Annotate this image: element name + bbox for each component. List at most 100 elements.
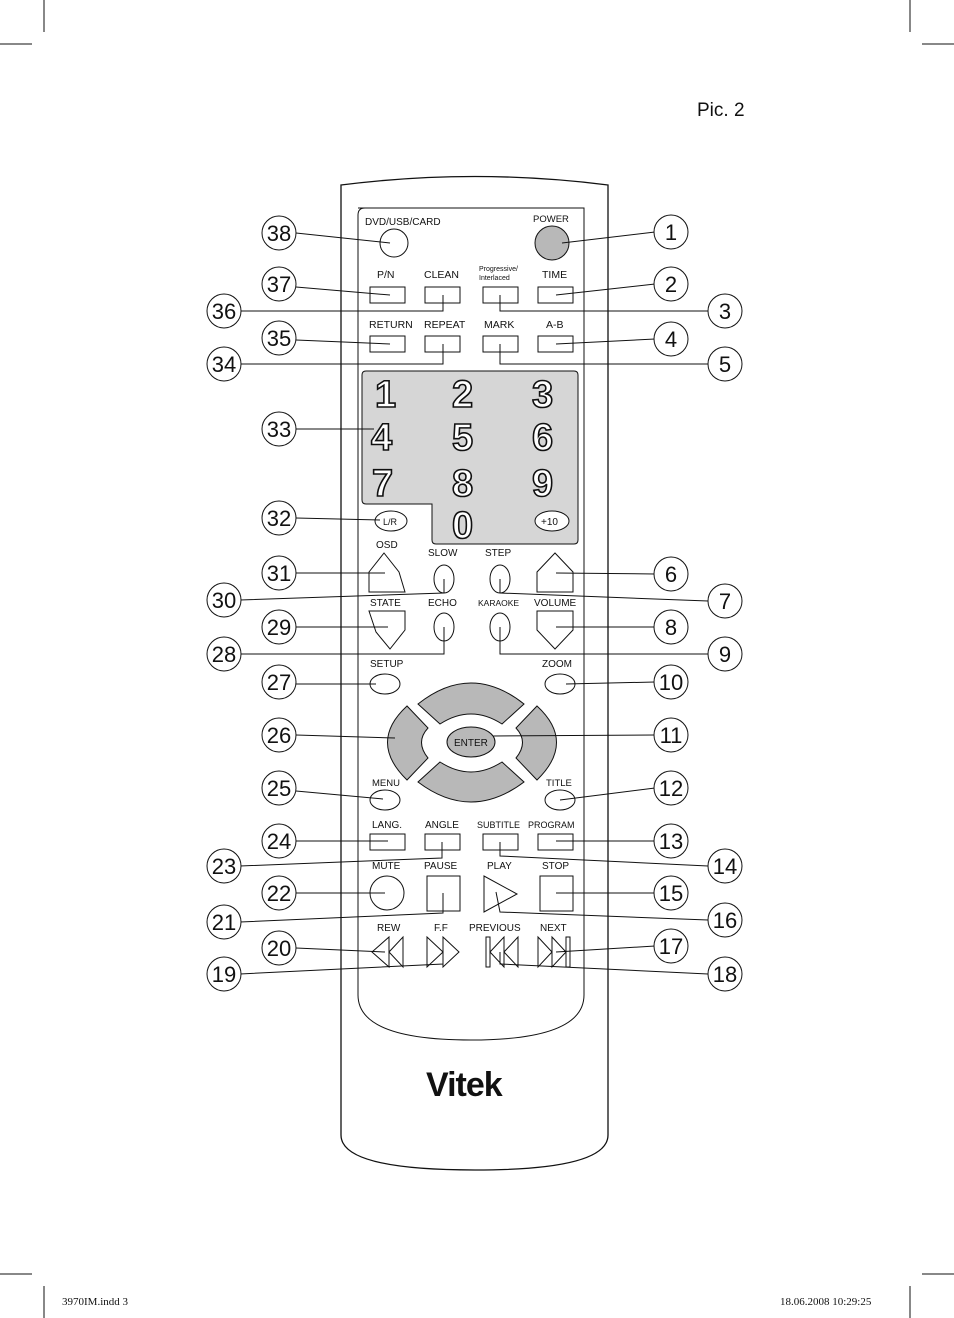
pn-label: P/N	[377, 269, 395, 281]
callout-14: 14	[713, 854, 737, 879]
return-label: RETURN	[369, 319, 413, 331]
rew-label: REW	[377, 923, 401, 934]
brand-logo: Vitek	[426, 1066, 503, 1104]
lr-label: L/R	[383, 517, 398, 527]
numeric-keypad-area	[361, 370, 579, 545]
menu-label: MENU	[372, 778, 400, 789]
plus10-label: +10	[541, 517, 558, 528]
digit-3[interactable]: 3	[531, 373, 554, 417]
digit-2[interactable]: 2	[451, 373, 474, 417]
time-button[interactable]	[537, 286, 574, 304]
play-button[interactable]	[483, 875, 519, 913]
callout-15: 15	[659, 881, 683, 906]
karaoke-label: KARAOKE	[478, 598, 519, 608]
program-label: PROGRAM	[528, 820, 575, 830]
digit-0[interactable]: 0	[451, 504, 474, 548]
program-button[interactable]	[537, 833, 574, 851]
digit-9[interactable]: 9	[531, 462, 554, 506]
digit-1[interactable]: 1	[374, 373, 397, 417]
callout-28: 28	[212, 642, 236, 667]
callout-38: 38	[267, 221, 291, 246]
setup-label: SETUP	[370, 659, 404, 670]
dvd-usb-card-label: DVD/USB/CARD	[365, 217, 441, 228]
callout-9: 9	[719, 642, 731, 667]
callout-6: 6	[665, 562, 677, 587]
digit-6[interactable]: 6	[531, 416, 554, 460]
nav-up-button[interactable]	[417, 682, 525, 725]
mark-label: MARK	[484, 319, 514, 331]
ff-label: F.F	[434, 923, 448, 934]
callout-17: 17	[659, 934, 683, 959]
digit-7[interactable]: 7	[371, 462, 394, 506]
state-button[interactable]	[368, 610, 406, 650]
ab-button[interactable]	[537, 335, 574, 353]
digit-5[interactable]: 5	[451, 416, 474, 460]
stop-label: STOP	[542, 861, 569, 872]
digit-8[interactable]: 8	[451, 462, 474, 506]
repeat-label: REPEAT	[424, 319, 466, 331]
lang-button[interactable]	[369, 833, 406, 851]
mute-label: MUTE	[372, 861, 401, 872]
digit-4[interactable]: 4	[370, 416, 393, 460]
state-label: STATE	[370, 598, 401, 609]
callout-8: 8	[665, 615, 677, 640]
nav-down-button[interactable]	[417, 761, 525, 803]
angle-label: ANGLE	[425, 820, 459, 831]
next-label: NEXT	[540, 923, 567, 934]
callout-29: 29	[267, 615, 291, 640]
rew-button[interactable]	[371, 935, 404, 969]
footer-left: 3970IM.indd 3	[62, 1296, 129, 1308]
lang-label: LANG.	[372, 820, 402, 831]
callouts: 1 2 3 4 5 6 7 8 9 10 11 12 13 14 15 16 1…	[206, 214, 743, 992]
previous-button[interactable]	[485, 935, 519, 969]
callout-19: 19	[212, 962, 236, 987]
volume-down-button[interactable]	[536, 610, 574, 650]
callout-5: 5	[719, 352, 731, 377]
callout-26: 26	[267, 723, 291, 748]
callout-31: 31	[267, 561, 291, 586]
pic-label: Pic. 2	[697, 100, 745, 121]
callout-35: 35	[267, 326, 291, 351]
callout-24: 24	[267, 829, 291, 854]
callout-20: 20	[267, 936, 291, 961]
zoom-label: ZOOM	[542, 659, 572, 670]
nav-right-button[interactable]	[515, 705, 557, 781]
callout-12: 12	[659, 776, 683, 801]
clean-label: CLEAN	[424, 269, 459, 281]
progressive-label-1: Progressive/	[479, 266, 518, 273]
callout-32: 32	[267, 506, 291, 531]
nav-left-button[interactable]	[387, 705, 429, 781]
callout-37: 37	[267, 272, 291, 297]
osd-button[interactable]	[368, 552, 406, 593]
callout-13: 13	[659, 829, 683, 854]
callout-21: 21	[212, 910, 236, 935]
callout-18: 18	[713, 962, 737, 987]
dvd-usb-card-button[interactable]	[379, 228, 409, 258]
callout-22: 22	[267, 881, 291, 906]
callout-25: 25	[267, 776, 291, 801]
progressive-label-2: Interlaced	[479, 275, 510, 282]
play-label: PLAY	[487, 861, 512, 872]
previous-label: PREVIOUS	[469, 923, 521, 934]
callout-33: 33	[267, 417, 291, 442]
callout-36: 36	[212, 299, 236, 324]
lr-button[interactable]	[374, 510, 408, 532]
ab-label: A-B	[546, 319, 564, 331]
time-label: TIME	[542, 269, 567, 281]
step-label: STEP	[485, 548, 511, 559]
callout-16: 16	[713, 908, 737, 933]
enter-button[interactable]	[446, 726, 496, 758]
footer-right: 18.06.2008 10:29:25	[780, 1296, 872, 1308]
plus10-button[interactable]	[534, 510, 570, 532]
power-label: POWER	[533, 214, 569, 225]
slow-label: SLOW	[428, 548, 458, 559]
enter-label: ENTER	[454, 738, 488, 749]
leader-lines	[239, 231, 709, 975]
callout-34: 34	[212, 352, 236, 377]
menu-button[interactable]	[369, 789, 401, 811]
callout-1: 1	[665, 220, 677, 245]
up-volume-button[interactable]	[536, 552, 574, 593]
power-button[interactable]	[534, 225, 570, 261]
